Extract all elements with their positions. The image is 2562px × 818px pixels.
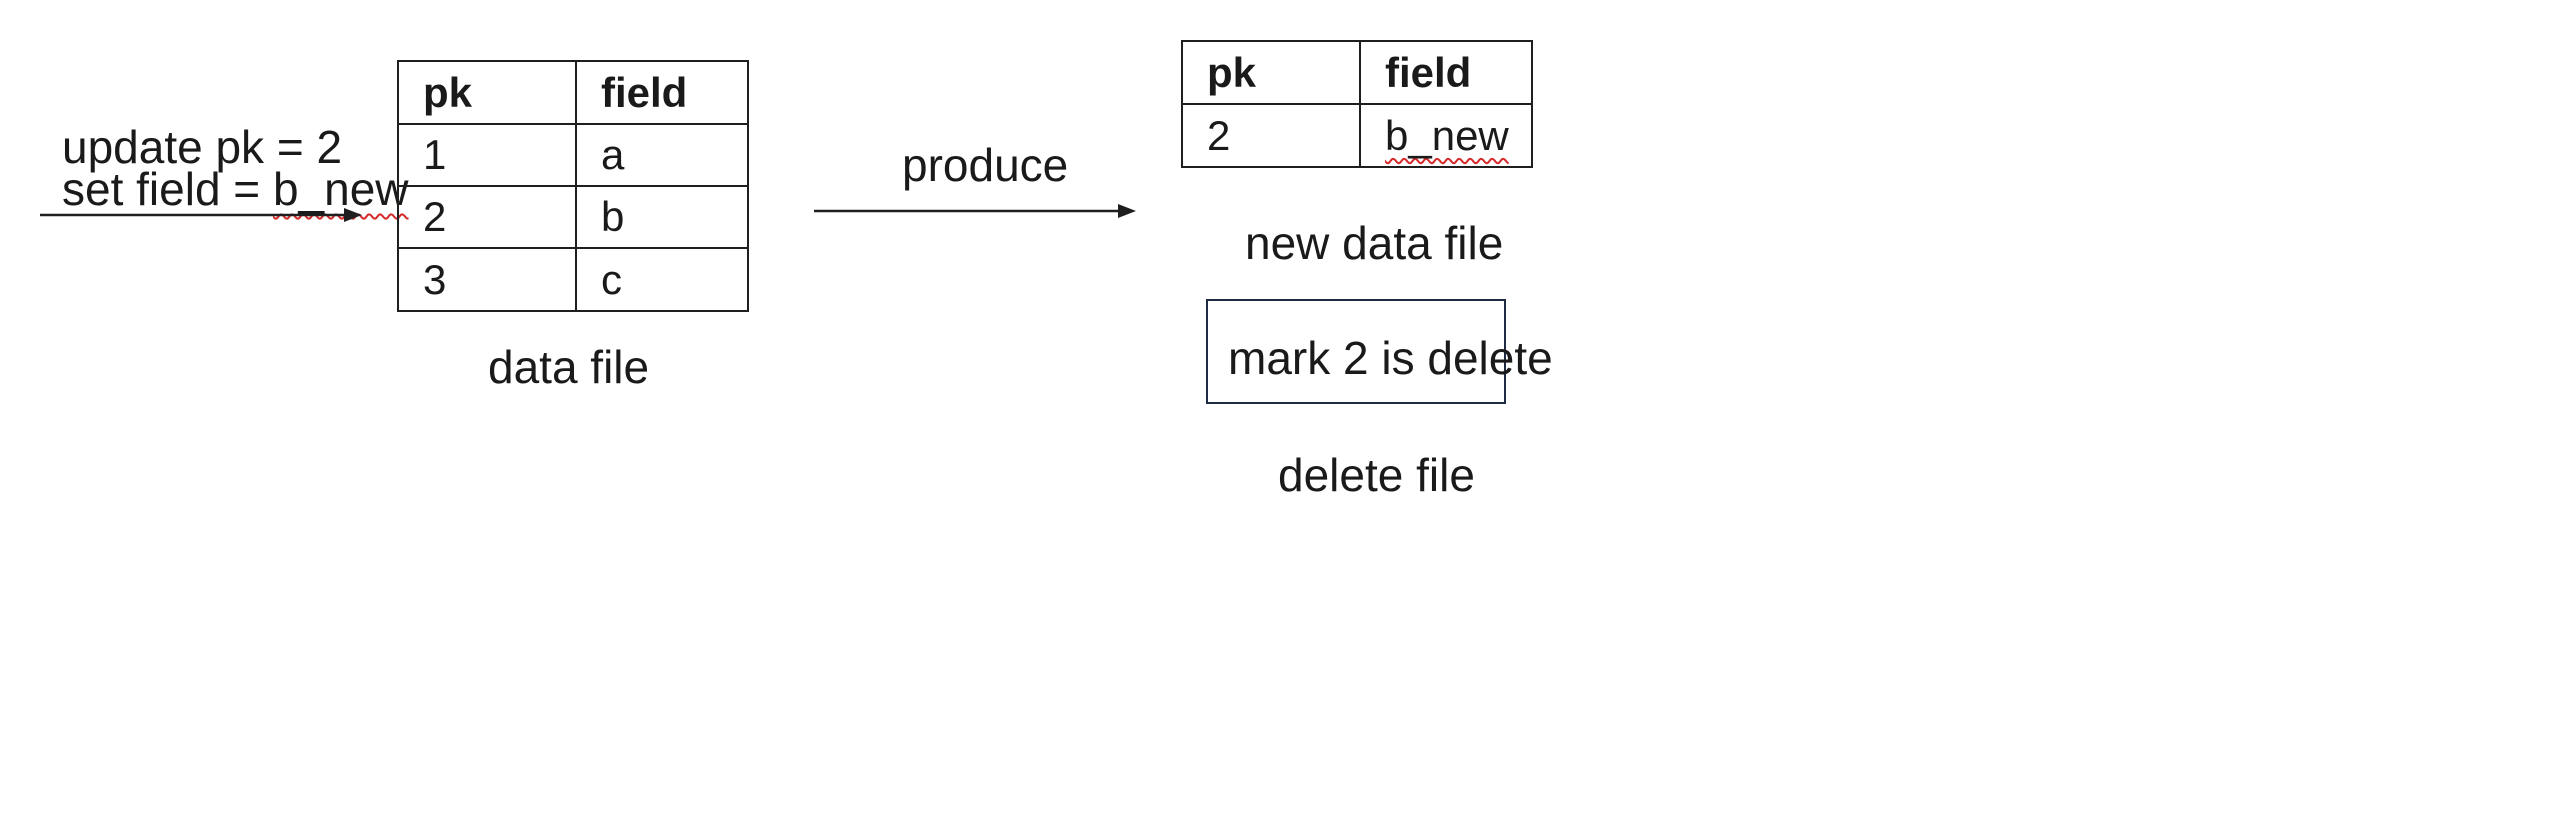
new-value-text: b_new xyxy=(1385,111,1509,159)
table-row: 2 b_new xyxy=(1181,103,1533,168)
delete-file-caption: delete file xyxy=(1278,449,1475,501)
table-header-row: pk field xyxy=(397,60,749,125)
data-file-caption: data file xyxy=(488,341,650,393)
table-cell: a xyxy=(575,123,749,187)
table-cell: 3 xyxy=(397,247,577,312)
table-cell: b xyxy=(575,185,749,249)
table-row: 3 c xyxy=(397,247,749,312)
produce-arrow-icon xyxy=(814,204,1136,218)
new-data-file-table: pk field 2 b_new xyxy=(1181,40,1533,168)
table-row: 2 b xyxy=(397,185,749,249)
update-arrow-icon xyxy=(40,208,362,222)
new-data-file-caption: new data file xyxy=(1245,217,1504,269)
new-value-text: b_new xyxy=(272,163,409,215)
produce-label: produce xyxy=(902,139,1069,191)
update-statement-line2: set field = b_new xyxy=(62,166,409,212)
table-cell: 1 xyxy=(397,123,577,187)
table-cell: 2 xyxy=(397,185,577,249)
delete-file-content: mark 2 is delete xyxy=(1228,332,1553,384)
delete-file-box: mark 2 is delete xyxy=(1206,299,1553,404)
table-cell: 2 xyxy=(1181,103,1361,168)
table-row: 1 a xyxy=(397,123,749,187)
table-cell: c xyxy=(575,247,749,312)
update-statement-line1: update pk = 2 xyxy=(62,121,343,173)
set-field-prefix: set field = xyxy=(62,163,273,215)
data-file-table: pk field 1 a 2 b 3 c xyxy=(397,60,749,312)
table-cell: b_new xyxy=(1359,103,1533,168)
column-header-field: field xyxy=(575,60,749,125)
table-header-row: pk field xyxy=(1181,40,1533,105)
column-header-pk: pk xyxy=(1181,40,1361,105)
column-header-pk: pk xyxy=(397,60,577,125)
column-header-field: field xyxy=(1359,40,1533,105)
